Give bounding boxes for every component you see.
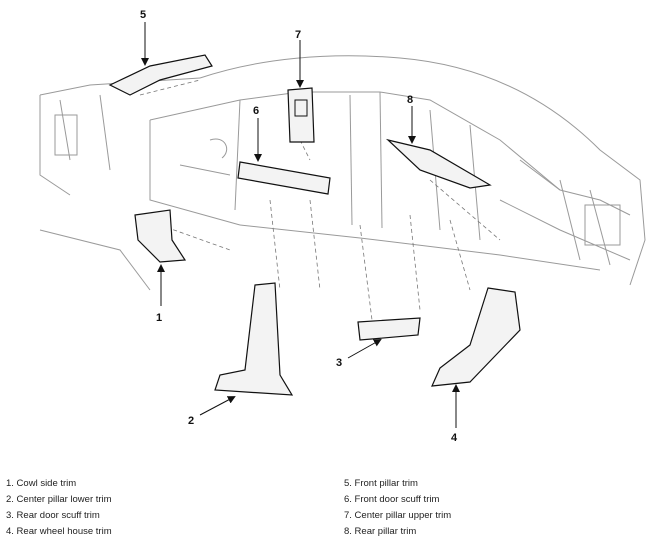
legend-item-rear-pillar-trim: 8. Rear pillar trim	[344, 526, 417, 537]
callout-8: 8	[407, 94, 413, 106]
assembly-guide-lines	[139, 79, 501, 321]
legend-item-rear-wheel-house-trim: 4. Rear wheel house trim	[6, 526, 112, 537]
rear-wheel-house-trim	[431, 287, 521, 387]
legend-item-front-pillar-trim: 5. Front pillar trim	[344, 478, 418, 489]
cowl-side-trim	[134, 209, 187, 263]
callout-3: 3	[336, 357, 342, 369]
legend-left-column: 1. Cowl side trim 2. Center pillar lower…	[6, 476, 112, 540]
car-body-outline	[39, 55, 646, 291]
rear-door-scuff-trim	[357, 317, 421, 341]
callout-arrows	[141, 22, 460, 428]
legend-item-front-door-scuff-trim: 6. Front door scuff trim	[344, 494, 440, 505]
legend-right-column: 5. Front pillar trim 6. Front door scuff…	[344, 476, 451, 540]
front-door-scuff-trim	[237, 161, 331, 195]
rear-pillar-trim	[385, 138, 492, 189]
callout-2: 2	[188, 415, 194, 427]
callout-1: 1	[156, 312, 162, 324]
callout-5: 5	[140, 9, 146, 21]
callout-7: 7	[295, 29, 301, 41]
callout-6: 6	[253, 105, 259, 117]
front-pillar-trim	[108, 54, 213, 96]
callout-4: 4	[451, 432, 458, 444]
center-pillar-lower-trim	[214, 282, 294, 396]
legend-item-center-pillar-lower-trim: 2. Center pillar lower trim	[6, 494, 112, 505]
center-pillar-upper-trim-slot	[294, 99, 308, 117]
legend-item-rear-door-scuff-trim: 3. Rear door scuff trim	[6, 510, 100, 521]
legend-item-center-pillar-upper-trim: 7. Center pillar upper trim	[344, 510, 452, 521]
center-pillar-upper-trim	[287, 87, 315, 143]
legend-item-cowl-side-trim: 1. Cowl side trim	[6, 478, 77, 489]
exploded-trim-diagram: 5 7 6 8 1 2 3 4	[39, 9, 646, 444]
